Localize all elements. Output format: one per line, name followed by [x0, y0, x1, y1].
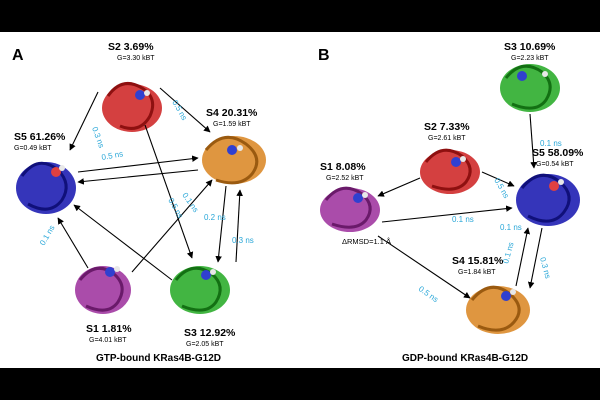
arrow-s5-s4: [77, 155, 199, 173]
arrow-s3-s5: [73, 204, 173, 281]
protein-s5: [16, 161, 76, 214]
transition-arrows: [57, 87, 243, 281]
energy-label-s1: G=4.01 kBT: [89, 337, 127, 344]
arrow-s5-s4: [527, 227, 543, 289]
rate-label: 0.1 ns: [452, 215, 474, 224]
panel-b: B: [318, 41, 584, 364]
arrow-s2-s4: [159, 87, 211, 133]
state-label-s4: S4 15.81%: [452, 255, 504, 267]
state-label-s5: S5 58.09%: [532, 147, 584, 159]
rate-label: 0.1 ns: [540, 139, 562, 148]
rate-label: 0.1 ns: [500, 223, 522, 232]
state-label-s5: S5 61.26%: [14, 131, 66, 143]
arrow-s1-s5: [381, 205, 513, 223]
arrow-s2-s3: [144, 124, 194, 259]
arrow-s3-s5: [529, 113, 537, 169]
protein-s5: [516, 173, 580, 226]
arrow-s4-s5: [515, 227, 531, 287]
protein-s1: [320, 186, 380, 232]
state-label-s1: S1 8.08%: [320, 161, 366, 173]
protein-s2: [102, 82, 162, 132]
arrow-s4-s5: [77, 169, 199, 185]
panel-letter: A: [12, 47, 24, 64]
state-label-s4: S4 20.31%: [206, 107, 258, 119]
rate-label: 0.3 ns: [232, 236, 254, 245]
arrow-s4-s3: [215, 185, 227, 263]
arrow-s3-s4: [235, 189, 243, 263]
panel-letter: B: [318, 47, 330, 64]
arrow-s1-s4: [377, 235, 471, 299]
state-label-s3: S3 12.92%: [184, 327, 236, 339]
protein-s1: [75, 266, 131, 314]
transition-arrows: [377, 113, 543, 299]
protein-s3: [170, 266, 230, 314]
energy-label-s2: G=3.30 kBT: [117, 55, 155, 62]
state-label-s1: S1 1.81%: [86, 323, 132, 335]
rate-label: 0.2 ns: [204, 213, 226, 222]
protein-s4: [202, 135, 266, 185]
energy-label-s1: G=2.52 kBT: [326, 175, 364, 182]
protein-s2: [420, 148, 480, 194]
panel-caption: GDP-bound KRas4B-G12D: [402, 353, 528, 364]
state-label-s3: S3 10.69%: [504, 41, 556, 53]
arrow-s2-s5: [69, 91, 99, 151]
panel-caption: GTP-bound KRas4B-G12D: [96, 353, 221, 364]
arrow-s2-s5: [481, 171, 515, 187]
arrow-s1-s5: [57, 217, 89, 269]
arrow-s2-s1: [377, 177, 421, 197]
energy-label-s3: G=2.05 kBT: [186, 341, 224, 348]
energy-label-s5: G=0.49 kBT: [14, 145, 52, 152]
protein-s3: [500, 64, 560, 112]
energy-label-s4: G=1.84 kBT: [458, 269, 496, 276]
state-label-s2: S2 3.69%: [108, 41, 154, 53]
rmsd-annotation: ΔRMSD=1.1 Å: [342, 237, 391, 246]
energy-label-s2: G=2.61 kBT: [428, 135, 466, 142]
arrow-s1-s4: [131, 179, 213, 273]
energy-label-s3: G=2.23 kBT: [511, 55, 549, 62]
energy-label-s5: G=0.54 kBT: [536, 161, 574, 168]
protein-s4: [466, 285, 530, 334]
state-label-s2: S2 7.33%: [424, 121, 470, 133]
energy-label-s4: G=1.59 kBT: [213, 121, 251, 128]
rate-label: 0.5 ns: [101, 149, 124, 162]
